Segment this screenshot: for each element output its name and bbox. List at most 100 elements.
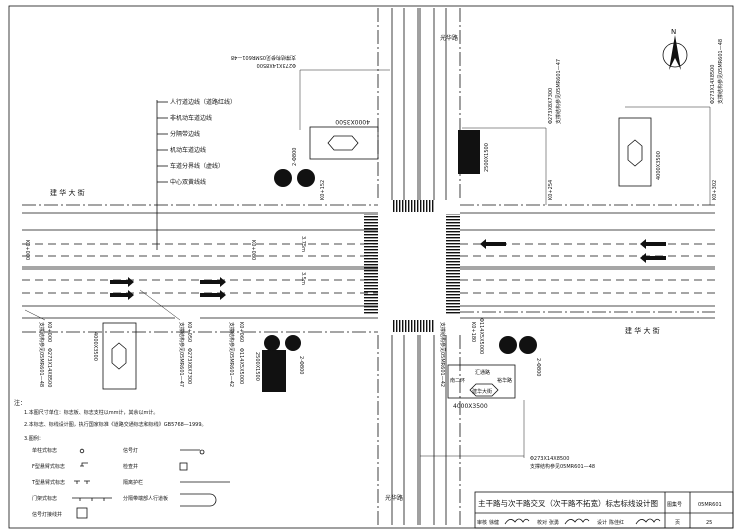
drawing-label: 支撑结构参见05MR601—47 [555,59,562,124]
north-arrow-icon: N [662,28,688,70]
drawing-line [200,290,226,300]
drawing-line [24,309,46,321]
drawing-label: K0+180 [470,322,476,342]
t-cantilever-sign-icon [74,480,90,484]
non-motor-sign-icon [297,169,315,187]
single-post-sign-icon [79,448,85,454]
drawing-label: 3.75m [300,236,306,252]
no-left-turn-sign-icon [285,335,301,351]
symbol-legend: 单柱式标志 F型悬臂式标志 T型悬臂式标志 门架式标志 信号灯接线井 信号灯 检… [31,447,230,519]
station-markers: K0+000 K0+080 3.75m 3.5m [24,236,306,285]
drawing-label: 张勇 [549,519,559,526]
main-road-jianhua [22,204,715,333]
drawing-line [262,350,286,392]
gantry-sign-icon [72,497,112,501]
drawing-label: 2-Φ800 [535,358,541,376]
drawing-line [364,214,378,314]
designer-signature [635,518,661,525]
drawing-label: 设计 [597,519,607,526]
drawing-label: 05MR601 [698,502,722,508]
drawing-label: K0+152 [320,180,326,200]
drawing-label: K0+050 [186,322,192,342]
guide-sign-west: 4000X3500 K0+000 Φ273X14X8500 支撑结构参见05MR… [24,289,192,390]
inspection-well-icon [179,462,188,471]
drawing-line [309,126,379,160]
drawing-label: 图集号 [667,501,682,508]
drawing-label: 支撑结构参见05MR601—48 [231,54,296,61]
drawing-label: 2-Φ800 [292,148,298,166]
drawing-label: Φ273X14X8500 [530,456,569,462]
drawing-label: 支撑结构参见05MR601—42 [228,322,235,387]
drawing-label: 2.本标志、标线设计图，执行国家标准《道路交通标志和标线》GB5768—1999… [24,421,207,428]
drawing-line [110,277,134,287]
drawing-label: 机动车道边线 [170,146,206,154]
drawing-label: 1.本图尺寸单位：标志板、标志支柱以mm计，其余以m计。 [24,409,158,416]
drawing-label: 2500X1500 [484,143,490,172]
no-left-turn-sign-icon [274,169,292,187]
drawing-label: Φ114X5X5000 [478,318,484,354]
lane-sign-east-approach: 2500X1500 Φ273X8X7300 支撑结构参见05MR601—47 K… [458,59,562,205]
drawing-line [458,130,480,174]
drawing-title: 主干路与次干路交叉（次干路不拓宽）标志标线设计图 [478,498,658,508]
street-name-left: 建 华 大 街 [50,188,85,197]
drawing-label: 3.5m [300,272,306,285]
drawing-line [640,239,666,249]
drawing-label: Φ273X8X7300 [548,88,554,124]
street-name-top: 光华路 [440,34,458,42]
drawing-label: 人行道边线（道路红线） [170,98,236,106]
notes: 注： 1.本图尺寸单位：标志板、标志支柱以mm计，其余以m计。 2.本标志、标线… [14,399,207,442]
drawing-line [469,383,499,397]
drawing-label: 分隔带边线 [170,130,200,138]
drawing-line [640,253,666,263]
street-name-bottom: 光华路 [385,494,403,502]
guide-sign-north: 支撑结构参见05MR601—48 Φ273X14X8500 4000X3500 … [231,54,390,200]
drawing-line [327,135,359,151]
drawing-line [627,139,643,167]
drawing-label: Φ273X14X8500 [710,65,716,104]
drawing-label: Φ114X5X5000 [238,348,244,384]
drawing-label: 支撑结构参见05MR601—47 [178,322,185,387]
drawing-label: 信号灯接线井 [32,511,62,518]
drawing-label: 分隔带端部人行道板 [123,495,168,502]
drawing-label: 南二环 [450,377,465,384]
line-type-legend: 人行道边线（道路红线） 非机动车道边线 分隔带边线 机动车道边线 车道分界线（虚… [156,98,236,250]
signal-cable-well-icon [76,507,88,519]
drawing-label: 2500X1500 [254,352,260,381]
drawing-label: 检查井 [123,463,138,470]
reviewer-signature [504,518,530,525]
guide-sign-south: 建华大街 南二环 汇通路 裕华路 4000X3500 2-Φ800 Φ273X1… [420,318,595,470]
drawing-label: K0+000 [24,240,30,260]
drawing-label: T型悬臂式标志 [31,479,65,486]
drawing-line [446,214,460,314]
drawing-line [200,277,226,287]
drawing-line [111,342,127,370]
drawing-label: 审核 [477,519,487,526]
drawing-label: 支撑结构参见05MR601—42 [439,322,446,387]
f-cantilever-sign-icon [80,462,88,467]
drawing-line [110,290,134,300]
non-motor-sign-icon [264,335,280,351]
drawing-label: Φ273X14X8500 [46,348,52,387]
drawing-label: 4000X3500 [453,403,488,410]
sheet-border [8,5,734,529]
crosswalks [364,200,460,332]
drawing-label: 中心双黄线线 [170,178,206,186]
drawing-line [139,289,181,321]
drawing-label: 信号灯 [123,447,138,454]
station-k0-080: K0+080 [250,240,256,260]
drawing-label: 非机动车道边线 [170,114,212,122]
drawing-label: 隔离护栏 [123,479,143,486]
lane-sign-west-approach: 2500X1500 2-Φ800 K0+060 Φ114X5X5000 支撑结构… [228,322,304,392]
drawing-label: N [671,28,676,36]
drawing-label: 支撑结构参见05MR601—48 [717,39,724,104]
drawing-label: 徐健 [489,519,499,526]
drawing-label: K0+060 [238,322,244,342]
drawing-label: 裕华路 [497,377,512,384]
drawing-label: K0+302 [712,180,718,200]
drawing-label: 4000X3500 [335,118,370,125]
median-end-pavement-icon [180,493,217,507]
drawing-line [110,239,666,300]
drawing-line [102,322,137,390]
non-motor-sign-icon [499,336,517,354]
drawing-label: K0+000 [46,322,52,342]
